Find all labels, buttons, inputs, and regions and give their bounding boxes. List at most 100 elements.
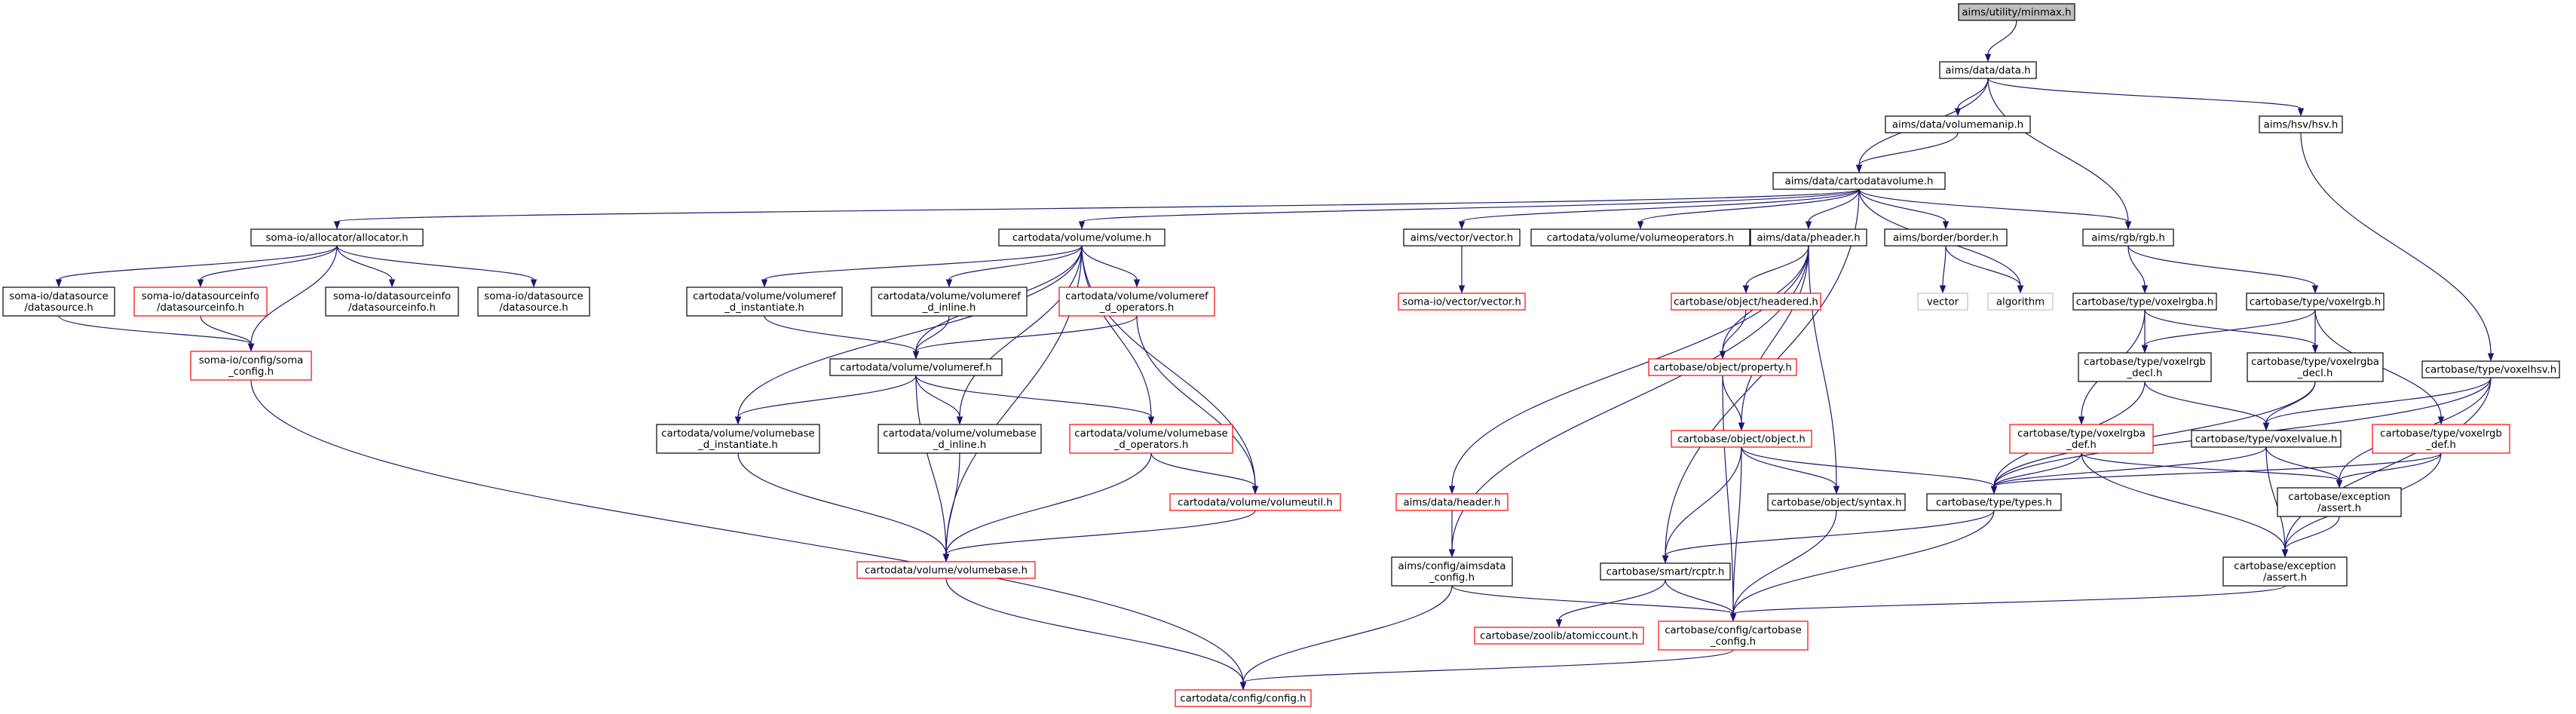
node-label: aims/config/aimsdata — [1398, 561, 1505, 572]
node-label: aims/vector/vector.h — [1411, 233, 1513, 244]
node-headered[interactable]: cartobase/object/headered.h — [1671, 293, 1821, 311]
node-volumeref[interactable]: cartodata/volume/volumeref.h — [829, 358, 1003, 376]
node-voxelrgba_def[interactable]: cartobase/type/voxelrgba_def.h — [2009, 424, 2154, 454]
edge-rcptr-to-atomiccount — [1555, 579, 1666, 628]
edge-rcptr-to-cartobaseconfig — [1665, 579, 1737, 622]
node-voxelrgb[interactable]: cartobase/type/voxelrgb.h — [2246, 293, 2385, 311]
edge-syntax-to-cartobaseconfig — [1729, 510, 1837, 622]
edge-vbase_ops-to-volumebase — [942, 452, 1152, 562]
node-pheader[interactable]: aims/data/pheader.h — [1750, 228, 1867, 247]
edge-rgb-to-voxelrgba — [2127, 245, 2149, 294]
node-label: cartodata/volume/volumebase.h — [865, 565, 1028, 577]
edges-layer — [55, 20, 2495, 691]
edge-cartodatavolume-to-border — [1858, 188, 1950, 230]
node-vvref_inline[interactable]: cartodata/volume/volumeref_d_inline.h — [871, 287, 1028, 317]
node-label: soma-io/config/soma — [199, 355, 304, 366]
node-datasource2[interactable]: soma-io/datasource/datasource.h — [477, 287, 590, 317]
node-label: cartodata/volume/volumeref — [1065, 291, 1208, 302]
node-label: soma-io/vector/vector.h — [1402, 297, 1521, 308]
node-voxelrgba[interactable]: cartobase/type/voxelrgba.h — [2072, 293, 2217, 311]
node-cartobaseconfig[interactable]: cartobase/config/cartobase_config.h — [1658, 621, 1809, 651]
node-header[interactable]: aims/data/header.h — [1395, 493, 1509, 511]
node-allocator[interactable]: soma-io/allocator/allocator.h — [250, 228, 424, 247]
node-label: _d_operators.h — [1099, 302, 1175, 314]
node-cartodatavolume[interactable]: aims/data/cartodatavolume.h — [1772, 172, 1946, 190]
node-config[interactable]: cartodata/config/config.h — [1175, 689, 1312, 707]
node-rgb[interactable]: aims/rgb/rgb.h — [2082, 228, 2174, 247]
node-dsinfo[interactable]: soma-io/datasourceinfo/datasourceinfo.h — [325, 287, 459, 317]
node-voxelrgba_decl[interactable]: cartobase/type/voxelrgba_decl.h — [2247, 352, 2384, 382]
edge-data-to-rgb — [1987, 78, 2132, 230]
node-label: cartodata/volume/volumebase — [661, 428, 814, 440]
node-datasource[interactable]: soma-io/datasource/datasource.h — [2, 287, 115, 317]
node-voxelhsv[interactable]: cartobase/type/voxelhsv.h — [2421, 360, 2560, 378]
edge-volumeutil-to-volumebase — [942, 510, 1256, 562]
node-voxelvalue[interactable]: cartobase/type/voxelvalue.h — [2191, 430, 2342, 448]
edge-volumeref-to-vbase_inst — [734, 375, 917, 425]
node-label: cartodata/volume/volumeoperators.h — [1547, 233, 1734, 244]
edge-volume-to-vbase_ops — [1081, 245, 1155, 425]
node-atomiccount[interactable]: cartobase/zoolib/atomiccount.h — [1474, 627, 1644, 645]
node-exc_assert1[interactable]: cartobase/exception/assert.h — [2277, 487, 2402, 517]
node-voxelrgb_def[interactable]: cartobase/type/voxelrgb_def.h — [2372, 424, 2510, 454]
node-border[interactable]: aims/border/border.h — [1884, 228, 2008, 247]
node-dsinfo_red[interactable]: soma-io/datasourceinfo/datasourceinfo.h — [133, 287, 268, 317]
edge-vvref_ops-to-volumeutil — [1136, 315, 1259, 495]
edge-cartodatavolume-to-pheader — [1805, 188, 1860, 230]
edge-minmax-to-data — [1984, 20, 2017, 63]
node-exc_assert2[interactable]: cartobase/exception/assert.h — [2222, 556, 2348, 587]
edge-voxelrgba_decl-to-voxelvalue — [2262, 381, 2316, 431]
node-vvref_ops[interactable]: cartodata/volume/volumeref_d_operators.h — [1058, 287, 1215, 317]
node-label: aims/hsv/hsv.h — [2264, 120, 2339, 131]
node-label: cartodata/volume/volumeutil.h — [1178, 498, 1332, 509]
node-somavector[interactable]: soma-io/vector/vector.h — [1398, 293, 1526, 311]
node-volumebase[interactable]: cartodata/volume/volumebase.h — [856, 561, 1036, 579]
node-vector_std: vector — [1917, 293, 1968, 311]
node-property[interactable]: cartobase/object/property.h — [1648, 358, 1797, 376]
edge-types-to-rcptr — [1662, 510, 1995, 564]
node-label: _d_operators.h — [1113, 440, 1189, 451]
node-label: aims/data/data.h — [1945, 66, 2030, 77]
node-label: cartobase/zoolib/atomiccount.h — [1480, 631, 1638, 642]
node-label: aims/data/volumemanip.h — [1892, 120, 2023, 131]
node-volumemanip[interactable]: aims/data/volumemanip.h — [1885, 115, 2031, 133]
edge-vvref_ops-to-volumeref — [912, 315, 1138, 360]
node-aimsdataconfig[interactable]: aims/config/aimsdata_config.h — [1391, 556, 1513, 587]
node-rcptr[interactable]: cartobase/smart/rcptr.h — [1600, 562, 1731, 581]
node-label: soma-io/datasourceinfo — [333, 291, 451, 302]
node-label: soma-io/datasource — [484, 291, 583, 302]
node-vbase_inst[interactable]: cartodata/volume/volumebase_d_instantiat… — [656, 424, 820, 454]
node-syntax[interactable]: cartobase/object/syntax.h — [1767, 493, 1906, 511]
node-volumeoperators[interactable]: cartodata/volume/volumeoperators.h — [1530, 228, 1751, 247]
node-object[interactable]: cartobase/object/object.h — [1671, 430, 1812, 448]
edge-data-to-volumemanip — [1954, 78, 1989, 117]
edge-voxelrgba-to-voxelrgba_decl — [2144, 309, 2319, 354]
edge-cartobaseconfig-to-config — [1239, 649, 1734, 691]
node-label: vector — [1927, 297, 1959, 308]
node-label: cartodata/volume/volumeref.h — [840, 363, 991, 374]
edge-voxelrgb-to-voxelrgba_decl — [2311, 309, 2319, 354]
node-vbase_inline[interactable]: cartodata/volume/volumebase_d_inline.h — [878, 424, 1042, 454]
node-vbase_ops[interactable]: cartodata/volume/volumebase_d_operators.… — [1069, 424, 1233, 454]
edge-border-to-vector_std — [1939, 245, 1947, 294]
node-volume[interactable]: cartodata/volume/volume.h — [998, 228, 1165, 247]
node-volumeutil[interactable]: cartodata/volume/volumeutil.h — [1169, 493, 1341, 511]
node-vvref_inst[interactable]: cartodata/volume/volumeref_d_instantiate… — [686, 287, 843, 317]
node-vector[interactable]: aims/vector/vector.h — [1403, 228, 1521, 247]
node-label: cartodata/volume/volumebase — [883, 428, 1036, 440]
node-types[interactable]: cartobase/type/types.h — [1926, 493, 2062, 511]
node-data[interactable]: aims/data/data.h — [1939, 61, 2037, 79]
edge-cartodatavolume-to-allocator — [333, 188, 1860, 230]
node-label: cartobase/object/syntax.h — [1771, 498, 1901, 509]
node-hsv[interactable]: aims/hsv/hsv.h — [2259, 115, 2343, 133]
edge-object-to-syntax — [1741, 446, 1840, 495]
edge-vbase_ops-to-volumeutil — [1150, 452, 1259, 495]
node-label: aims/rgb/rgb.h — [2091, 233, 2165, 244]
node-voxelrgb_decl[interactable]: cartobase/type/voxelrgb_decl.h — [2078, 352, 2212, 382]
edge-vbase_inst-to-volumebase — [737, 452, 950, 562]
node-label: _d_instantiate.h — [697, 440, 778, 451]
node-label: cartodata/volume/volumebase — [1074, 428, 1227, 440]
node-somaconfig[interactable]: soma-io/config/soma_config.h — [190, 351, 312, 381]
node-label: cartobase/smart/rcptr.h — [1607, 567, 1725, 578]
